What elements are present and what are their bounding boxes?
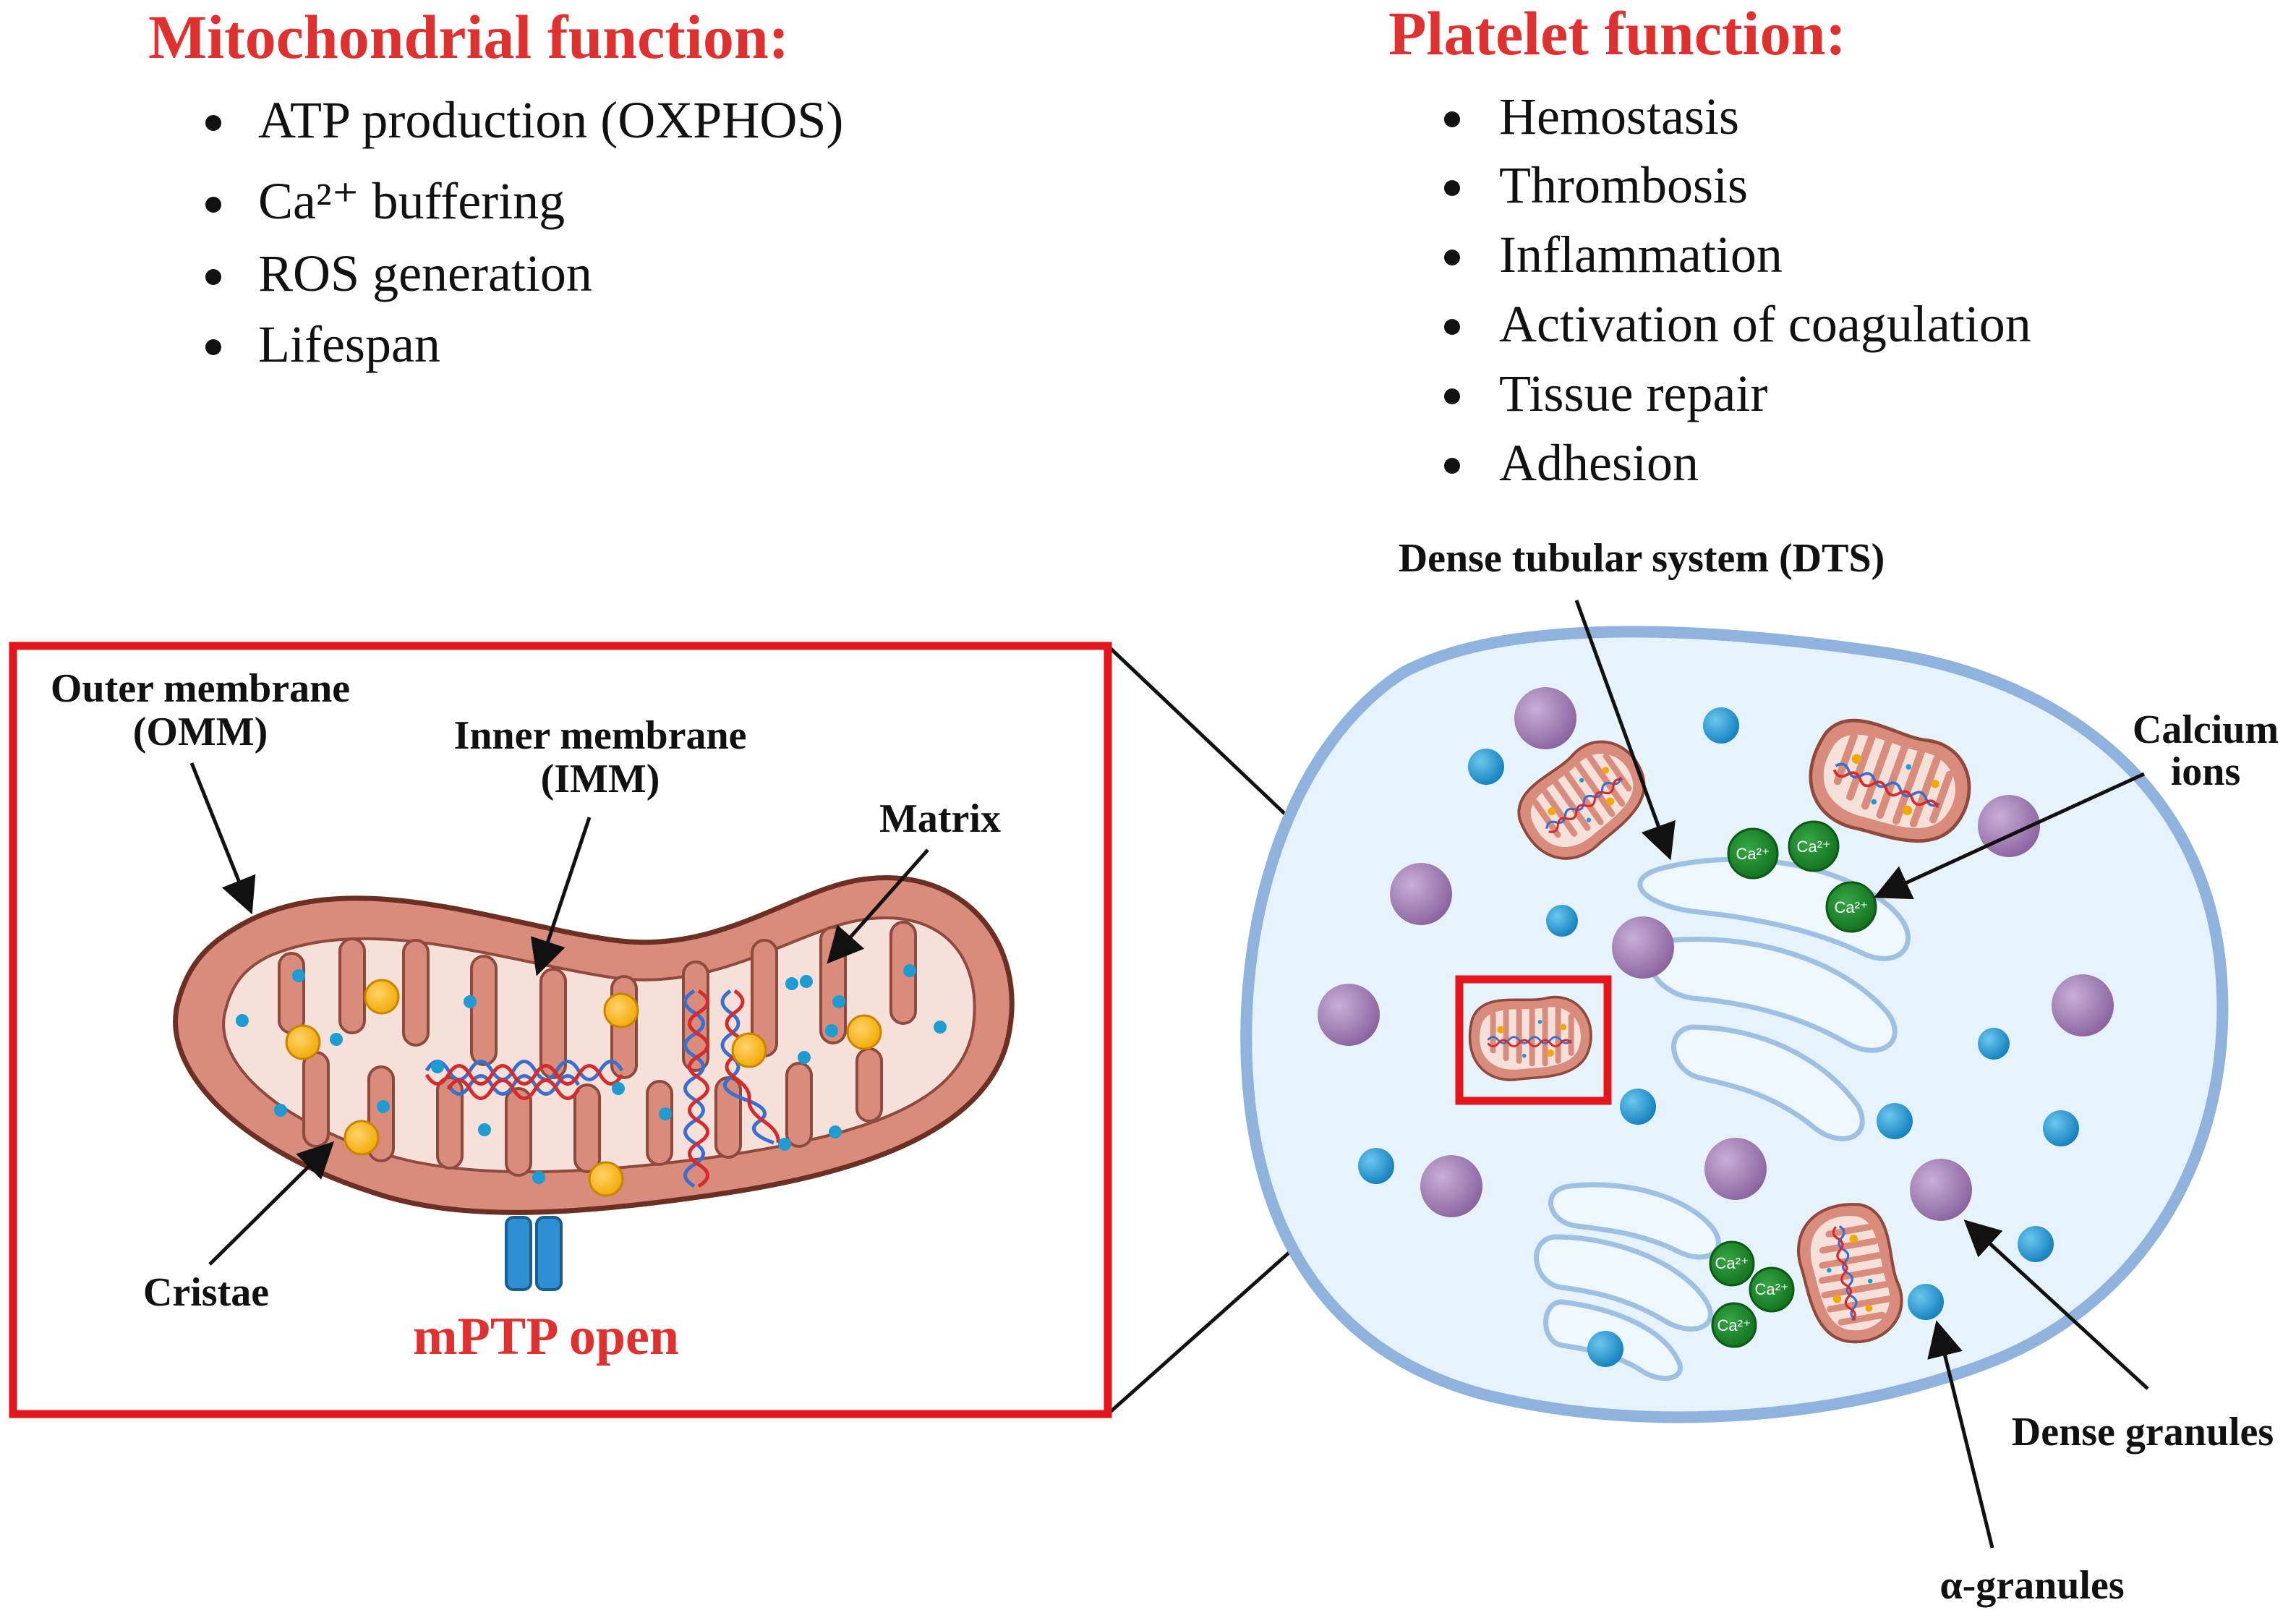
bullet (205, 339, 221, 355)
zoom-highlight-box (1455, 975, 1612, 1105)
calcium-ion-label: Ca²⁺ (1796, 838, 1830, 856)
zoomed-mitochondrion-panel: Outer membrane (OMM) Inner membrane (IMM… (9, 642, 1112, 1418)
highlighted-mitochondrion (1470, 997, 1592, 1080)
list-item: Adhesion (1499, 434, 1699, 492)
list-item: ROS generation (258, 244, 592, 302)
outer-membrane-label-line1: Outer membrane (51, 666, 350, 711)
alpha-granules-arrow (1927, 1320, 1994, 1549)
calcium-label-line1: Calcium (2133, 707, 2279, 752)
list-item: Ca²⁺ buffering (258, 172, 565, 230)
calcium-ion: Ca²⁺ (1749, 1266, 1795, 1313)
platelet-function-title: Platelet function: (1388, 0, 1846, 68)
calcium-ion-label: Ca²⁺ (1717, 1316, 1751, 1334)
matrix-label: Matrix (879, 796, 1001, 841)
platelet-annotations: Dense tubular system (DTS) Calcium ions … (1399, 536, 2279, 1608)
alpha-granules (1358, 707, 2079, 1367)
alpha-granules-label: α-granules (1939, 1563, 2124, 1608)
bullet (205, 115, 221, 131)
inner-membrane-arrow (530, 817, 592, 976)
calcium-label-line2: ions (2171, 749, 2241, 794)
calcium-ion: Ca²⁺ (1727, 827, 1779, 880)
outer-membrane-label-line2: (OMM) (133, 710, 268, 754)
cristae-lower (302, 1047, 883, 1177)
bullet (1444, 388, 1460, 404)
mptp-open-label: mPTP open (413, 1307, 679, 1366)
calcium-arrow (1873, 772, 2146, 900)
bullet (1444, 319, 1460, 335)
dts-label: Dense tubular system (DTS) (1399, 536, 1885, 581)
mito-function-title: Mitochondrial function: (148, 2, 789, 72)
calcium-ion: Ca²⁺ (1711, 1302, 1757, 1348)
matrix-ions (236, 964, 947, 1184)
cristae-label: Cristae (143, 1270, 269, 1315)
calcium-ion-label: Ca²⁺ (1736, 845, 1770, 863)
platelet-function-list: Hemostasis Thrombosis Inflammation Activ… (1444, 88, 2031, 492)
dense-granules-arrow (1963, 1219, 2149, 1390)
list-item: Activation of coagulation (1499, 295, 2031, 353)
calcium-ion-label: Ca²⁺ (1834, 898, 1868, 916)
cristae-arrow (208, 1141, 335, 1266)
mito-function-section: Mitochondrial function: ATP production (… (148, 2, 843, 373)
bullet (1444, 250, 1460, 265)
inner-membrane-label-line1: Inner membrane (454, 713, 747, 758)
matrix-granules (285, 979, 882, 1197)
mito-function-list: ATP production (OXPHOS) Ca²⁺ buffering R… (205, 91, 843, 373)
matrix-arrow (827, 848, 929, 964)
list-item: Lifespan (258, 315, 440, 373)
inner-membrane-label-line2: (IMM) (541, 757, 660, 801)
calcium-ion-label: Ca²⁺ (1754, 1280, 1788, 1298)
list-item: ATP production (OXPHOS) (258, 91, 843, 149)
list-item: Inflammation (1499, 226, 1783, 284)
platelet-cell: Ca²⁺ Ca²⁺ Ca²⁺ Ca²⁺ Ca²⁺ Ca²⁺ (1240, 626, 2229, 1423)
dense-granules (1318, 687, 2114, 1221)
mptp-channel (505, 1216, 563, 1291)
calcium-ion: Ca²⁺ (1825, 881, 1877, 933)
calcium-ion: Ca²⁺ (1788, 820, 1840, 872)
outer-membrane-arrow (189, 762, 256, 915)
calcium-ion: Ca²⁺ (1709, 1240, 1755, 1287)
dts-arrow (1574, 600, 1676, 861)
bullet (1444, 180, 1460, 196)
list-item: Hemostasis (1499, 88, 1739, 145)
list-item: Tissue repair (1499, 365, 1767, 422)
calcium-ion-label: Ca²⁺ (1715, 1254, 1749, 1272)
bullet (205, 269, 221, 285)
calcium-ions: Ca²⁺ Ca²⁺ Ca²⁺ Ca²⁺ Ca²⁺ Ca²⁺ (1709, 820, 1877, 1348)
mitochondrial-dna (424, 989, 780, 1188)
platelet-function-section: Platelet function: Hemostasis Thrombosis… (1388, 0, 2031, 492)
bullet (1444, 111, 1460, 127)
bullet (205, 197, 221, 213)
dense-granules-label: Dense granules (2012, 1410, 2274, 1455)
bullet (1444, 458, 1460, 474)
list-item: Thrombosis (1499, 156, 1748, 214)
